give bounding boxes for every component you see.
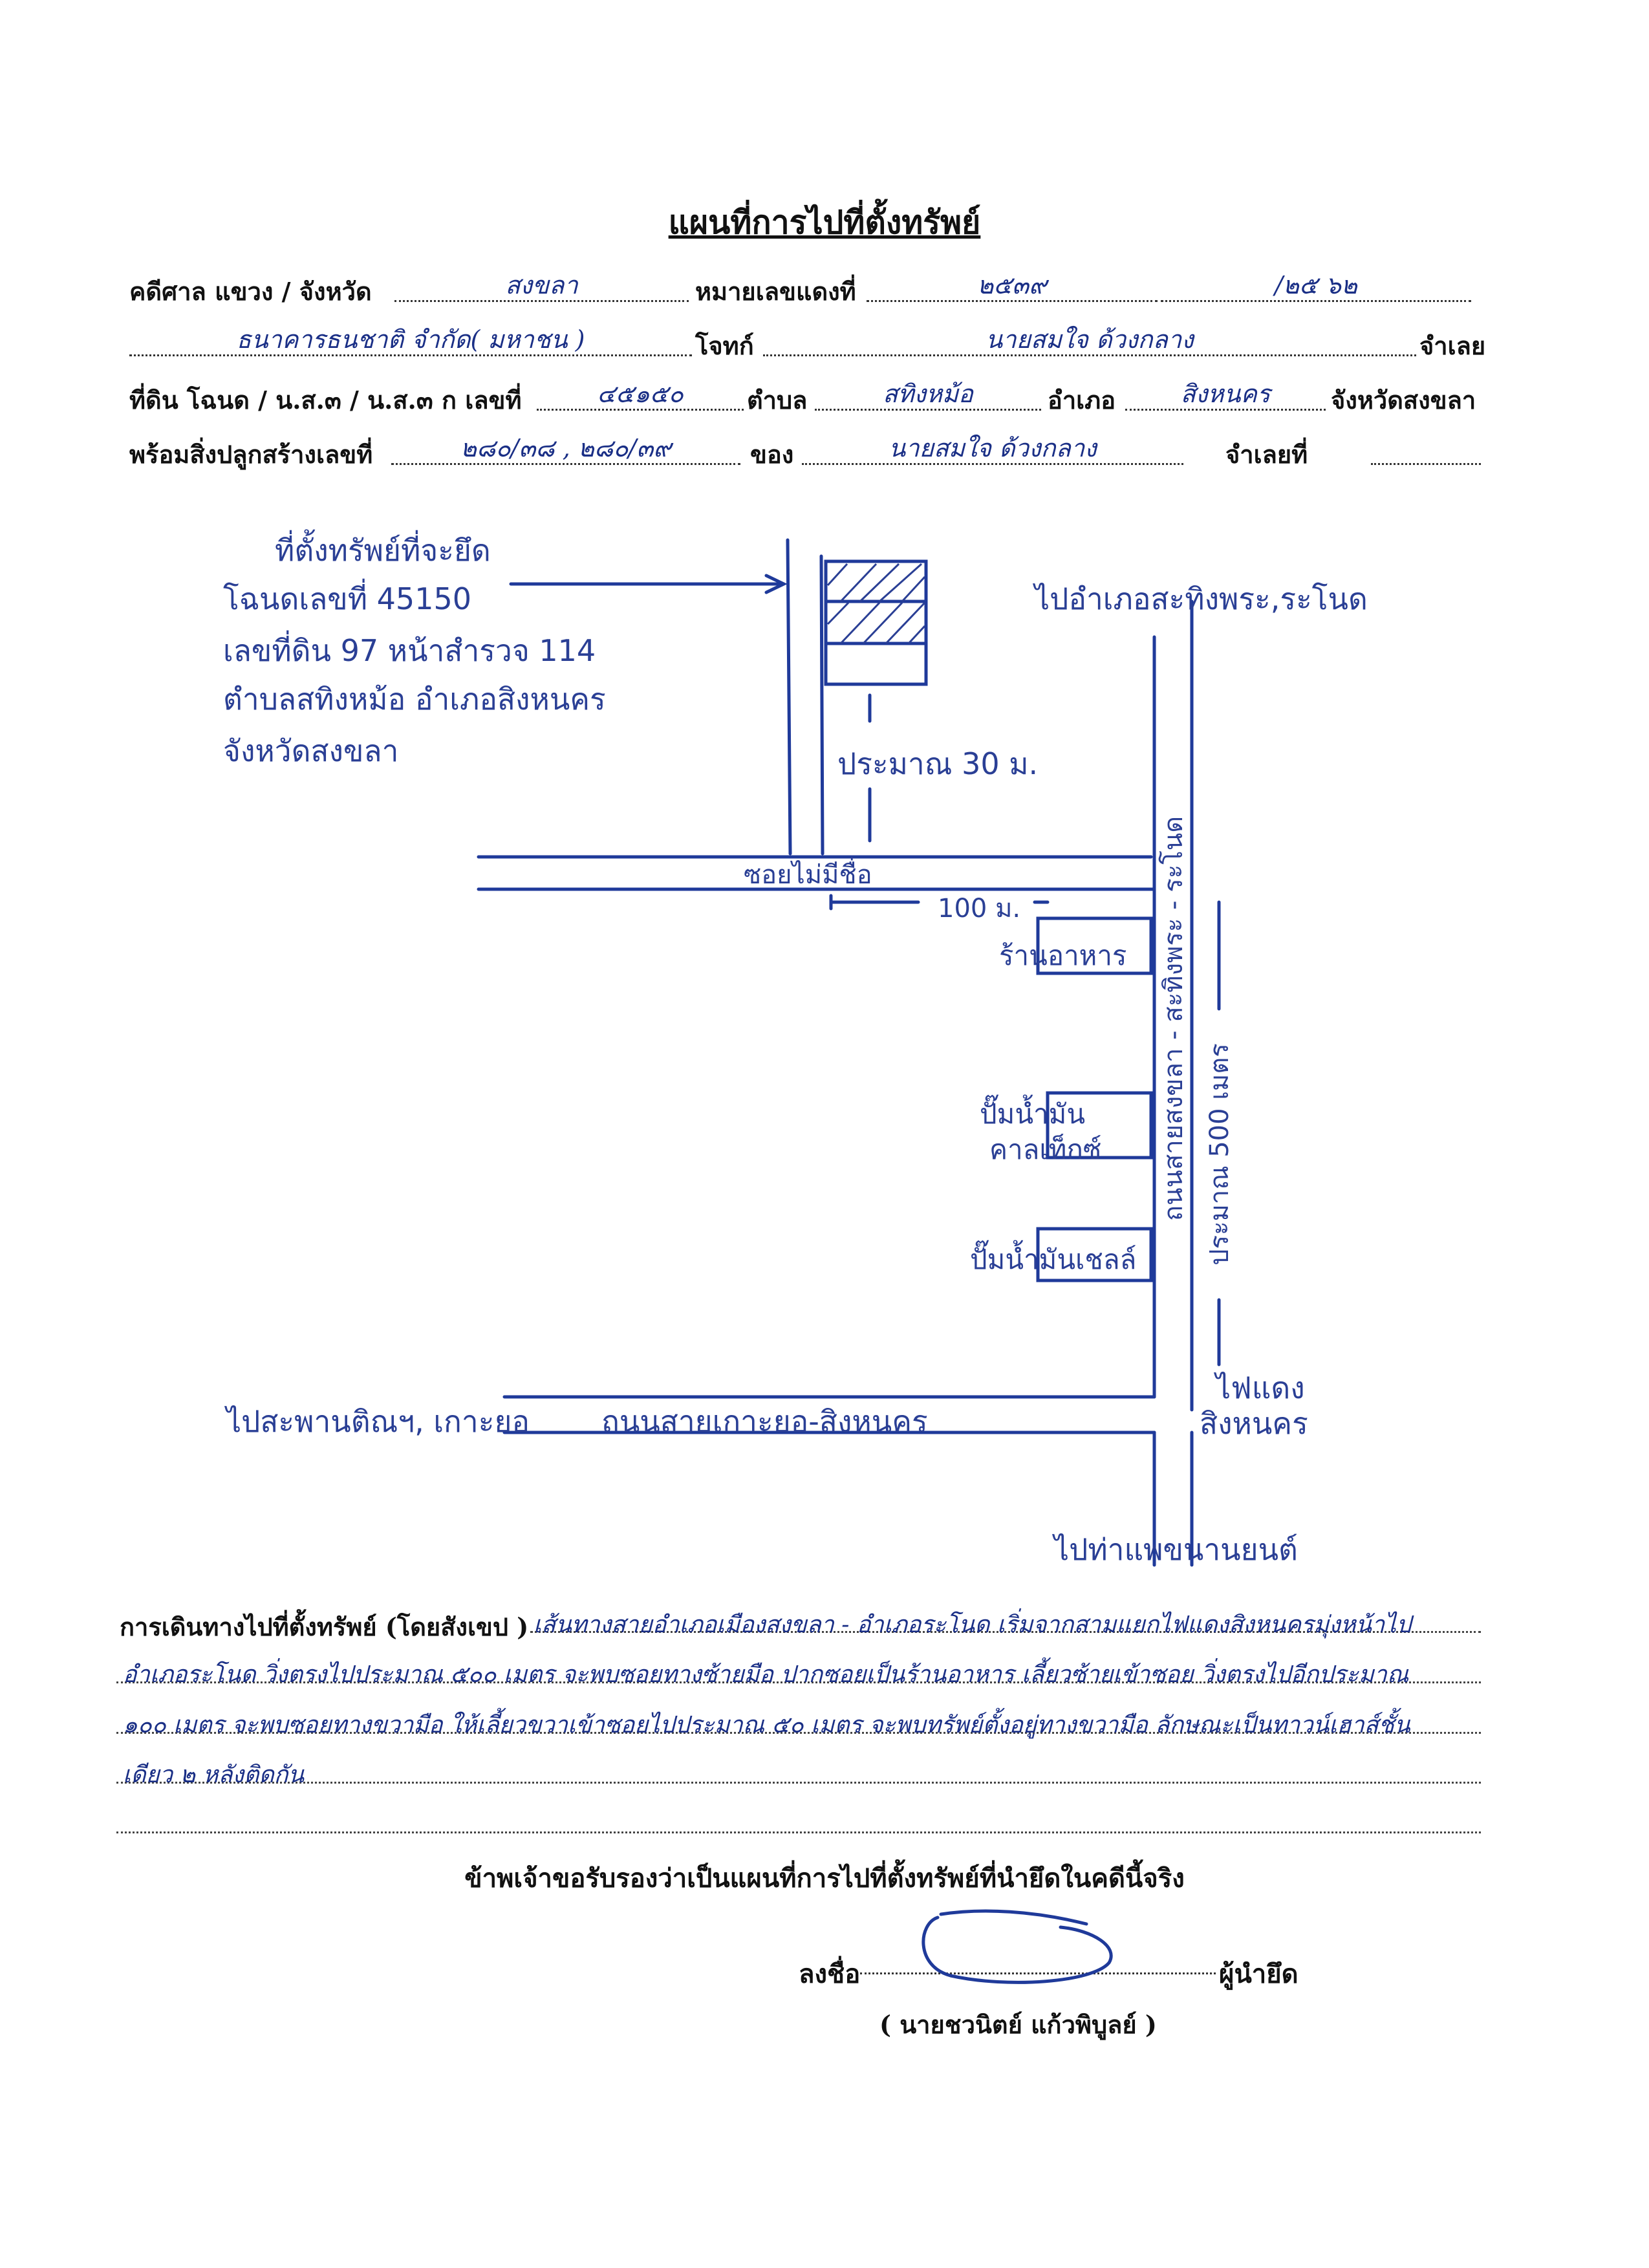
west-road-label: ถนนสายเกาะยอ-สิงหนคร (601, 1404, 928, 1439)
property-building (824, 559, 928, 686)
caltex-label-1: ปั๊มน้ำมัน (980, 1098, 1086, 1130)
plaintiff-label: โจทก์ (695, 331, 754, 360)
lane-left-edge (786, 538, 792, 856)
restaurant-box (1036, 916, 1153, 975)
shell-label: ปั๊มน้ำมันเชลล์ (970, 1244, 1137, 1275)
signer-role: ผู้นำยึด (1219, 1959, 1299, 1989)
lane-right-edge (819, 554, 824, 856)
narrative-line-4: เดียว ๒ หลังติดกัน (123, 1762, 305, 1788)
dist-100m-label: 100 ม. (938, 894, 1021, 923)
signer-name: ( นายชวนิตย์ แก้วพิบูลย์ ) (879, 2010, 1157, 2039)
property-note-line-4: ตำบลสทิงหม้อ อำเภอสิงหนคร (223, 682, 606, 717)
property-note-line-3: เลขที่ดิน 97 หน้าสำรวจ 114 (223, 633, 596, 668)
narrative-line-3-rule (116, 1700, 1481, 1734)
restaurant-label: ร้านอาหาร (999, 940, 1127, 971)
narrative-line-2-rule (116, 1649, 1481, 1683)
red-case-label: หมายเลขแดงที่ (695, 277, 856, 306)
building-no: ๒๘๐/๓๘ , ๒๘๐/๓๙ (391, 433, 740, 465)
soi-label: ซอยไม่มีชื่อ (744, 860, 872, 890)
property-note-line-1: ที่ตั้งทรัพย์ที่จะยึด (275, 533, 491, 568)
traffic-light-label-2: สิงหนคร (1200, 1406, 1308, 1441)
shell-box (1036, 1227, 1153, 1282)
traffic-light-label-1: ไฟแดง (1216, 1370, 1305, 1405)
subdistrict-value: สทิงหม้อ (815, 379, 1041, 411)
red-case-year: /๒๕ ๖๒ (1161, 270, 1471, 302)
narrative-line-1: เส้นทางสายอำเภอเมืองสงขลา - อำเภอระโนด เ… (534, 1612, 1412, 1638)
building-label: พร้อมสิ่งปลูกสร้างเลขที่ (129, 440, 373, 469)
to-south-label: ไปท่าแพขนานยนต์ (1054, 1532, 1298, 1567)
province-text: จังหวัดสงขลา (1331, 385, 1476, 415)
owner-role: จำเลยที่ (1225, 440, 1308, 469)
signature-line (860, 1972, 1216, 1974)
red-case-no: ๒๕๓๙ (867, 270, 1158, 302)
to-west-label: ไปสะพานติณฯ, เกาะยอ (226, 1404, 530, 1439)
approx-30m-label: ประมาณ 30 ม. (837, 746, 1039, 781)
plaintiff-value: ธนาคารธนชาติ จำกัด( มหาชน ) (129, 325, 692, 356)
defendant-value: นายสมใจ ด้วงกลาง (763, 325, 1416, 356)
owner-role-blank (1371, 433, 1481, 465)
to-north-label: ไปอำเภอสะทิงพระ,ระโนด (1035, 581, 1368, 616)
narrative-label: การเดินทางไปที่ตั้งทรัพย์ (โดยสังเขป ) (120, 1612, 529, 1641)
property-note-line-2: โฉนดเลขที่ 45150 (223, 581, 471, 616)
property-note-line-5: จังหวัดสงขลา (223, 733, 399, 768)
subdistrict-label: ตำบล (747, 385, 808, 415)
narrative-line-3: ๑๐๐ เมตร จะพบซอยทางขวามือ ให้เลี้ยวขวาเข… (123, 1712, 1410, 1738)
court-label: คดีศาล แขวง / จังหวัด (129, 277, 372, 306)
sign-label: ลงชื่อ (799, 1959, 861, 1989)
narrative-line-1-rule (530, 1599, 1481, 1633)
caltex-box (1046, 1091, 1153, 1160)
district-value: สิงหนคร (1125, 379, 1326, 411)
certification-text: ข้าพเจ้าขอรับรองว่าเป็นแผนที่การไปที่ตั้… (464, 1863, 1185, 1894)
land-label: ที่ดิน โฉนด / น.ส.๓ / น.ส.๓ ก เลขที่ (129, 385, 522, 415)
page-title: แผนที่การไปที่ตั้งทรัพย์ (668, 203, 981, 241)
owner-label: ของ (750, 440, 794, 469)
narrative-line-2: อำเภอระโนด วิ่งตรงไปประมาณ ๕๐๐ เมตร จะพบ… (123, 1661, 1409, 1688)
narrative-line-4-rule (116, 1749, 1481, 1784)
caltex-label-2: คาลเท็กซ์ (989, 1134, 1102, 1165)
land-no: ๔๕๑๕๐ (537, 379, 744, 411)
court-value: สงขลา (394, 270, 689, 302)
narrative-line-5-rule (116, 1799, 1481, 1833)
defendant-label: จำเลย (1419, 331, 1486, 360)
district-label: อำเภอ (1048, 385, 1116, 415)
owner-value: นายสมใจ ด้วงกลาง (802, 433, 1183, 465)
